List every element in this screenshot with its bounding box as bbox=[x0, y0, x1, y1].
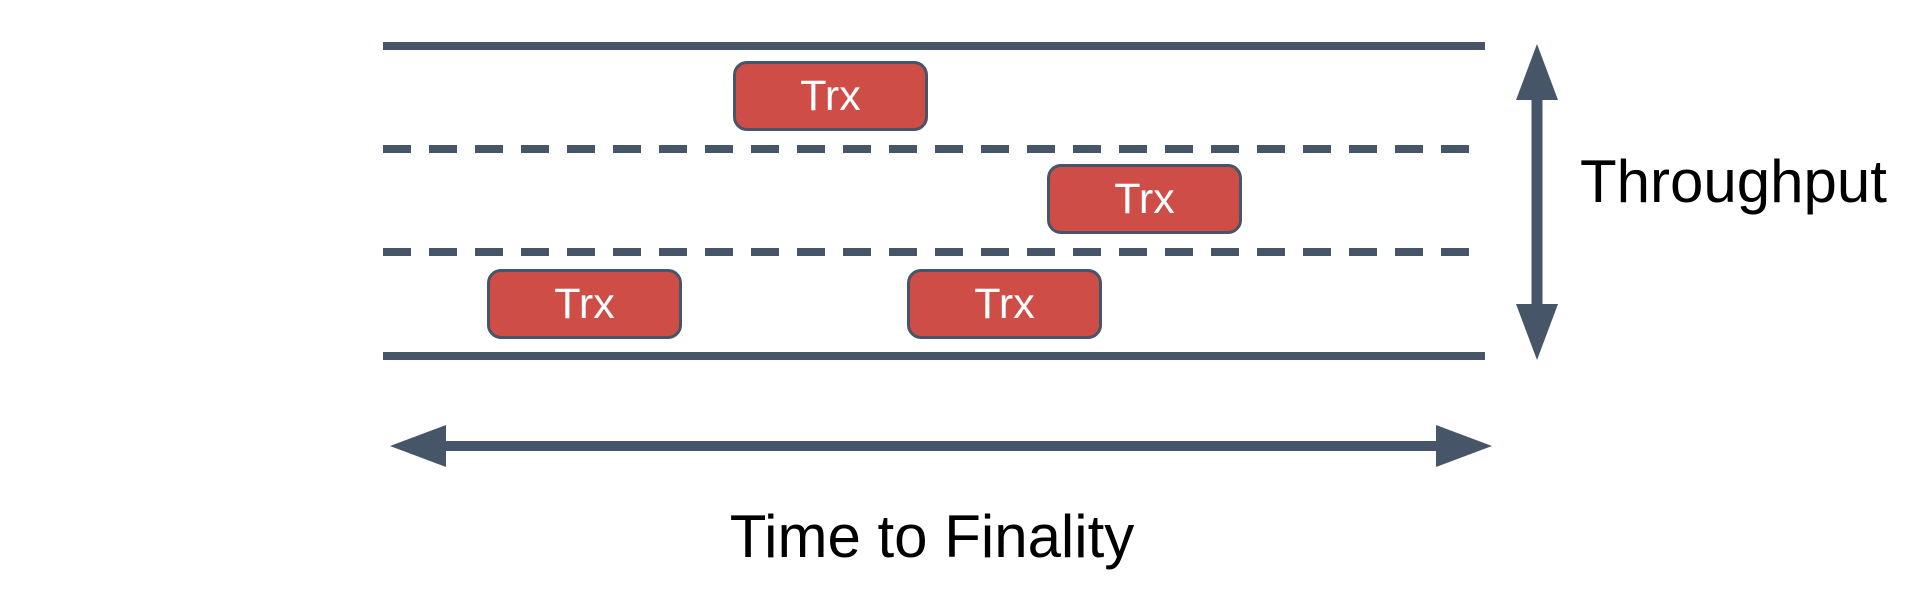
trx-box-label: Trx bbox=[974, 279, 1035, 328]
trx-box-label: Trx bbox=[554, 279, 615, 328]
trx-box: Trx bbox=[1047, 164, 1242, 234]
trx-box-label: Trx bbox=[800, 71, 861, 120]
trx-box: Trx bbox=[907, 269, 1102, 339]
trx-box: Trx bbox=[487, 269, 682, 339]
lane-separator-1 bbox=[383, 145, 1485, 153]
lane-boundary-bottom bbox=[383, 352, 1485, 360]
lane-boundary-top bbox=[383, 42, 1485, 50]
time-to-finality-label: Time to Finality bbox=[729, 503, 1135, 570]
trx-box-label: Trx bbox=[1114, 174, 1175, 223]
throughput-label: Throughput bbox=[1580, 148, 1887, 215]
lane-separator-2 bbox=[383, 248, 1485, 256]
vertical-double-arrow-icon bbox=[1516, 44, 1558, 360]
trx-box: Trx bbox=[733, 61, 928, 131]
horizontal-double-arrow-icon bbox=[390, 425, 1492, 467]
